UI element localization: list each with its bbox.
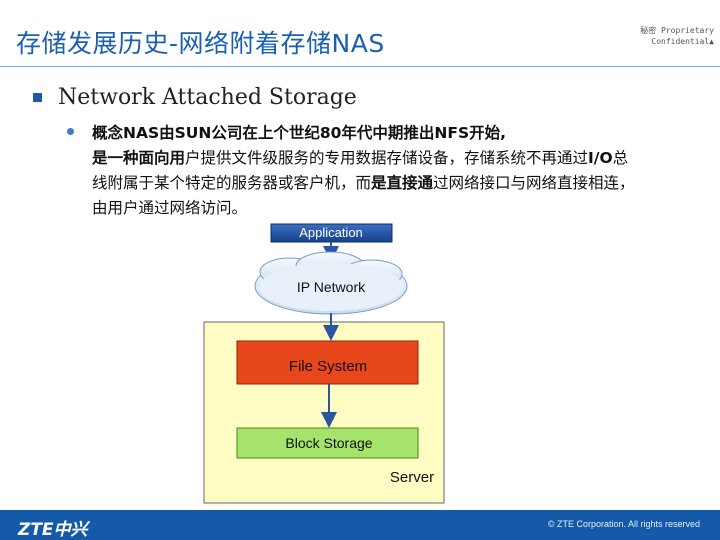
classification-label: 秘密 Proprietary Confidential▲ bbox=[640, 26, 714, 46]
concept-text-part: 是直接通 bbox=[371, 174, 434, 192]
server-label: Server bbox=[390, 469, 434, 486]
nas-diagram: Application IP Network File System Block… bbox=[203, 223, 445, 504]
slide-title: 存储发展历史-网络附着存储NAS bbox=[16, 29, 385, 58]
application-label: Application bbox=[299, 225, 363, 240]
concept-text-part: 概念NAS由SUN公司在上个世纪80年代中期推出NFS开始, bbox=[92, 124, 507, 142]
block-storage-label: Block Storage bbox=[285, 435, 372, 451]
copyright-text: © ZTE Corporation. All rights reserved bbox=[547, 519, 700, 529]
concept-paragraph: 概念NAS由SUN公司在上个世纪80年代中期推出NFS开始, 是一种面向用户提供文… bbox=[92, 121, 642, 221]
footer-bar bbox=[0, 510, 720, 540]
concept-text-part: 户提供文件级服务的专用数据存储设备，存储系统不再通过 bbox=[185, 149, 589, 167]
concept-text-part: I/O bbox=[588, 149, 613, 167]
round-bullet-icon bbox=[67, 128, 74, 135]
zte-logo: ZTE中兴 bbox=[18, 520, 88, 540]
concept-text-part: 总线附属于某个特定的服务器或客户机，而 bbox=[92, 149, 629, 192]
block-storage-box bbox=[236, 427, 419, 459]
square-bullet-icon bbox=[33, 93, 42, 102]
network-label: IP Network bbox=[297, 279, 366, 295]
concept-text-part: 过网络接口与网络直接相连，由用户通过网络访问。 bbox=[92, 174, 635, 217]
file-system-box bbox=[236, 340, 419, 385]
network-cloud-icon bbox=[254, 251, 408, 315]
section-heading: Network Attached Storage bbox=[58, 85, 357, 110]
file-system-label: File System bbox=[289, 358, 367, 375]
title-divider bbox=[0, 66, 720, 67]
concept-text-part: 是一种面向用 bbox=[92, 149, 186, 167]
